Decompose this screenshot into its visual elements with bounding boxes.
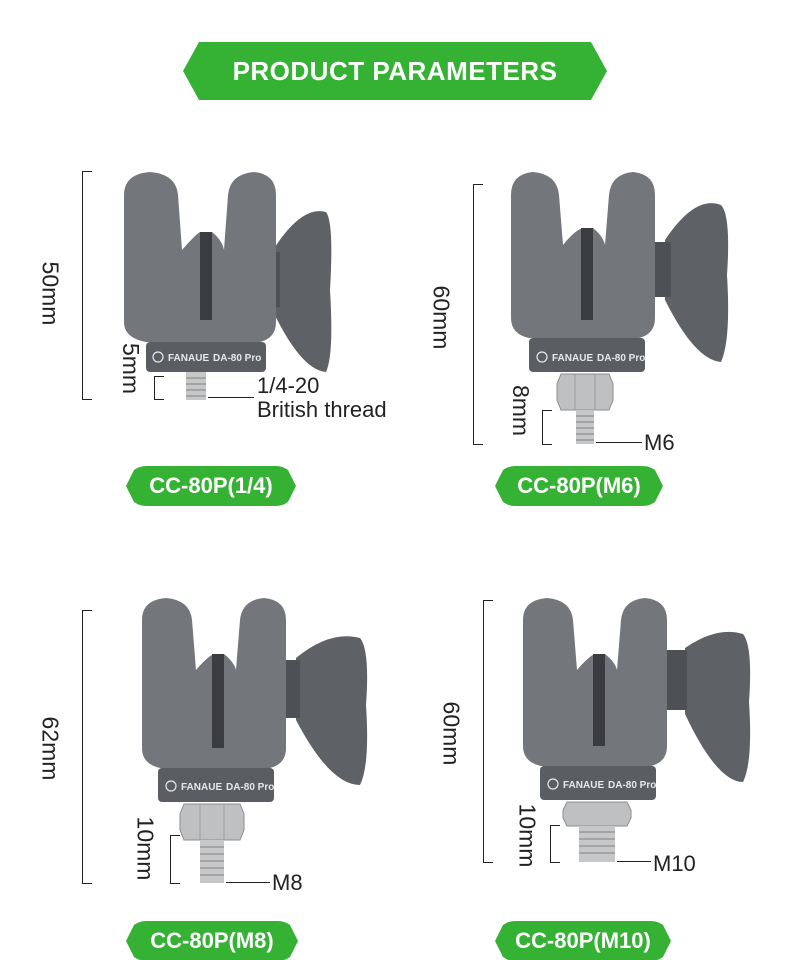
thread-label-line-2: British thread	[257, 397, 387, 422]
height-dimension-line	[82, 171, 83, 400]
height-dim-tick-top	[473, 184, 483, 185]
brand-model: DA-80 Pro	[226, 782, 274, 793]
thread-label-line-1: 1/4-20	[257, 373, 320, 398]
clamp-image-3: FANAUE DA-80 Pro	[142, 598, 368, 883]
height-dim-tick-top	[82, 610, 92, 611]
clamp-image-1: FANAUE DA-80 Pro	[124, 172, 332, 400]
thread-dimension-line	[170, 835, 171, 884]
clamp-body	[523, 598, 667, 800]
clamp-image-4: FANAUE DA-80 Pro	[523, 598, 751, 862]
product-panel-1-4: 50mm 5mm FANAUE DA-80 Pro 1/4-20 British…	[0, 0, 395, 480]
product-panel-m6: 60mm 8mm FANAUE DA-80 Pro	[395, 0, 790, 480]
thread-label-line-1: M6	[644, 430, 675, 455]
model-badge: CC-80P(1/4)	[126, 466, 296, 506]
height-dim-tick-bottom	[82, 399, 92, 400]
brand-logo: FANAUE DA-80 Pro	[152, 351, 261, 364]
thread-label-line-1: M10	[653, 851, 696, 876]
height-dim-tick-bottom	[82, 883, 92, 884]
thread-dim-tick-bottom	[154, 399, 164, 400]
thread-dimension-line	[154, 376, 155, 400]
height-dim-tick-top	[82, 171, 92, 172]
model-label: CC-80P(M10)	[515, 928, 651, 953]
thread-dimension-line	[542, 410, 543, 445]
thread-leader-line	[617, 861, 651, 862]
knob	[653, 203, 729, 362]
brand-name: FANAUE	[181, 782, 222, 793]
thread-dim-tick-top	[154, 376, 164, 377]
thread-leader-line	[208, 397, 254, 398]
product-panel-m8: 62mm 10mm FANAUE DA-80 Pro	[0, 480, 395, 960]
thread-stud	[556, 373, 614, 444]
brand-logo: FANAUE DA-80 Pro	[165, 780, 274, 793]
thread-label-line-1: M8	[272, 870, 303, 895]
height-dim-tick-top	[483, 600, 493, 601]
clamp-body	[142, 598, 286, 802]
thread-dim-tick-top	[550, 825, 560, 826]
model-badge: CC-80P(M6)	[495, 466, 663, 506]
model-label: CC-80P(M6)	[517, 473, 641, 498]
thread-leader-line	[226, 882, 270, 883]
model-label: CC-80P(M8)	[150, 928, 274, 953]
thread-dimension-line	[550, 825, 551, 863]
thread-stud	[179, 803, 245, 883]
brand-name: FANAUE	[168, 353, 209, 364]
model-badge: CC-80P(M10)	[495, 921, 671, 960]
brand-name: FANAUE	[552, 353, 593, 364]
clamp-body	[511, 172, 655, 372]
height-dim-tick-bottom	[473, 444, 483, 445]
brand-model: DA-80 Pro	[597, 353, 645, 364]
brand-model: DA-80 Pro	[213, 353, 261, 364]
thread-dim-tick-bottom	[542, 444, 552, 445]
clamp-image-2: FANAUE DA-80 Pro	[511, 172, 729, 444]
height-dimension-line	[473, 184, 474, 445]
thread-leader-line	[596, 442, 642, 443]
thread-stud	[186, 372, 206, 400]
thread-stud	[562, 801, 632, 862]
brand-model: DA-80 Pro	[608, 780, 656, 791]
brand-name: FANAUE	[563, 780, 604, 791]
title-banner: PRODUCT PARAMETERS	[183, 42, 607, 100]
thread-dim-tick-bottom	[550, 862, 560, 863]
height-dimension-line	[82, 610, 83, 884]
clamp-body	[124, 172, 276, 372]
thread-dim-tick-bottom	[170, 883, 180, 884]
model-label: CC-80P(1/4)	[149, 473, 273, 498]
thread-dim-tick-top	[170, 835, 180, 836]
page-title: PRODUCT PARAMETERS	[232, 55, 558, 86]
model-badge: CC-80P(M8)	[126, 921, 298, 960]
knob	[657, 631, 751, 782]
product-panel-m10: 60mm 10mm FANAUE DA-80 Pro M10	[395, 480, 790, 960]
thread-dim-tick-top	[542, 410, 552, 411]
height-dim-tick-bottom	[483, 862, 493, 863]
height-dimension-line	[483, 600, 484, 863]
brand-logo: FANAUE DA-80 Pro	[547, 778, 656, 791]
brand-logo: FANAUE DA-80 Pro	[536, 351, 645, 364]
